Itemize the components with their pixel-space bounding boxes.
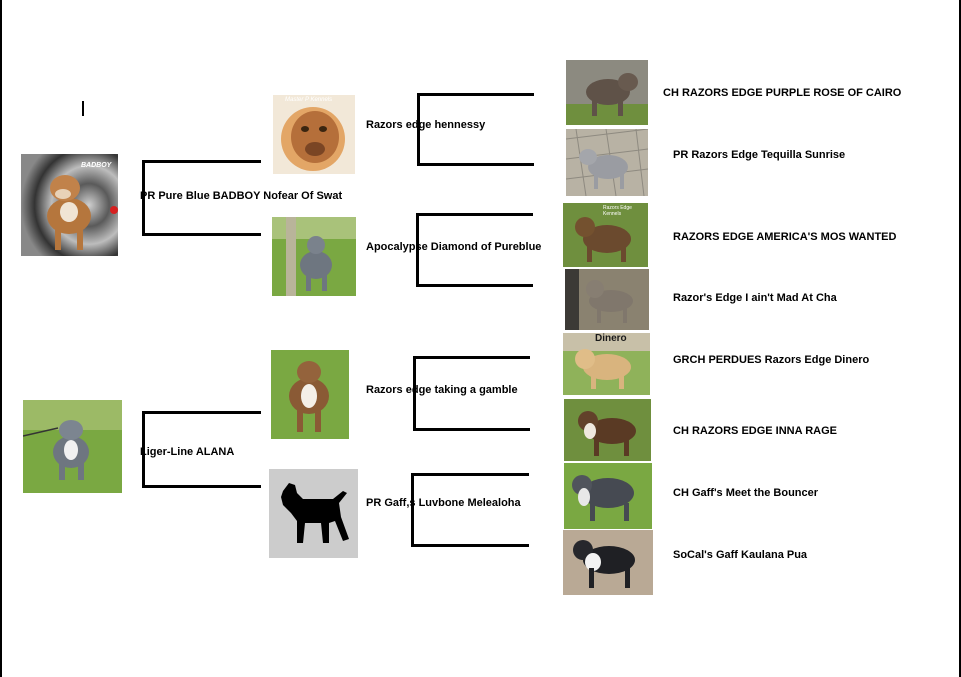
dog-photo-kaulana-pua <box>563 530 653 595</box>
dog-photo-badboy: BADBOY <box>21 154 118 256</box>
gen2-name-3: Razors edge taking a gamble <box>366 384 518 396</box>
text-cursor <box>82 101 84 116</box>
photo-caption: Master P Kennels <box>285 97 333 103</box>
pedigree-bracket <box>413 356 530 431</box>
dog-photo-americas-mos-wanted: Razors Edge Kennels <box>563 203 648 267</box>
pedigree-bracket <box>411 473 529 547</box>
dog-photo-alana <box>23 400 122 493</box>
gen3-name-8: SoCal's Gaff Kaulana Pua <box>673 549 808 561</box>
dog-photo-tequilla-sunrise <box>566 129 648 196</box>
dog-photo-inna-rage <box>564 399 651 461</box>
page-border-left <box>0 0 2 677</box>
dog-photo-hennessy: Master P Kennels <box>273 95 355 174</box>
gen3-name-2: PR Razors Edge Tequilla Sunrise <box>673 149 846 161</box>
gen2-name-2: Apocalypse Diamond of Pureblue <box>366 241 542 253</box>
gen1-name-dam: Liger-Line ALANA <box>140 446 235 458</box>
gen1-name-sire: PR Pure Blue BADBOY Nofear Of Swat <box>140 190 343 202</box>
gen3-name-3: RAZORS EDGE AMERICA'S MOS WANTED <box>673 231 897 243</box>
dog-photo-meet-the-bouncer <box>564 463 652 529</box>
pedigree-bracket <box>142 160 261 236</box>
dog-photo-taking-a-gamble <box>271 350 349 439</box>
dog-silhouette-placeholder <box>269 469 358 558</box>
pedigree-bracket <box>142 411 261 488</box>
gen3-name-6: CH RAZORS EDGE INNA RAGE <box>673 425 837 437</box>
gen3-name-4: Razor's Edge I ain't Mad At Cha <box>673 292 837 304</box>
dog-photo-dinero: Dinero <box>563 333 650 395</box>
gen2-name-1: Razors edge hennessy <box>366 119 486 131</box>
pedigree-bracket <box>416 213 533 287</box>
dog-photo-apocalypse <box>272 217 356 296</box>
gen2-name-4: PR Gaff,s Luvbone Melealoha <box>366 497 521 509</box>
pedigree-bracket <box>417 93 534 166</box>
dog-photo-aint-mad-at-cha <box>565 269 649 330</box>
page-border-right <box>959 0 961 677</box>
photo-caption: Razors Edge Kennels <box>603 205 632 217</box>
gen3-name-7: CH Gaff's Meet the Bouncer <box>673 487 819 499</box>
gen3-name-1: CH RAZORS EDGE PURPLE ROSE OF CAIRO <box>663 87 902 99</box>
dog-photo-purple-rose <box>566 60 648 125</box>
photo-caption: BADBOY <box>81 162 112 169</box>
photo-caption: Dinero <box>595 333 627 344</box>
gen3-name-5: GRCH PERDUES Razors Edge Dinero <box>673 354 870 366</box>
